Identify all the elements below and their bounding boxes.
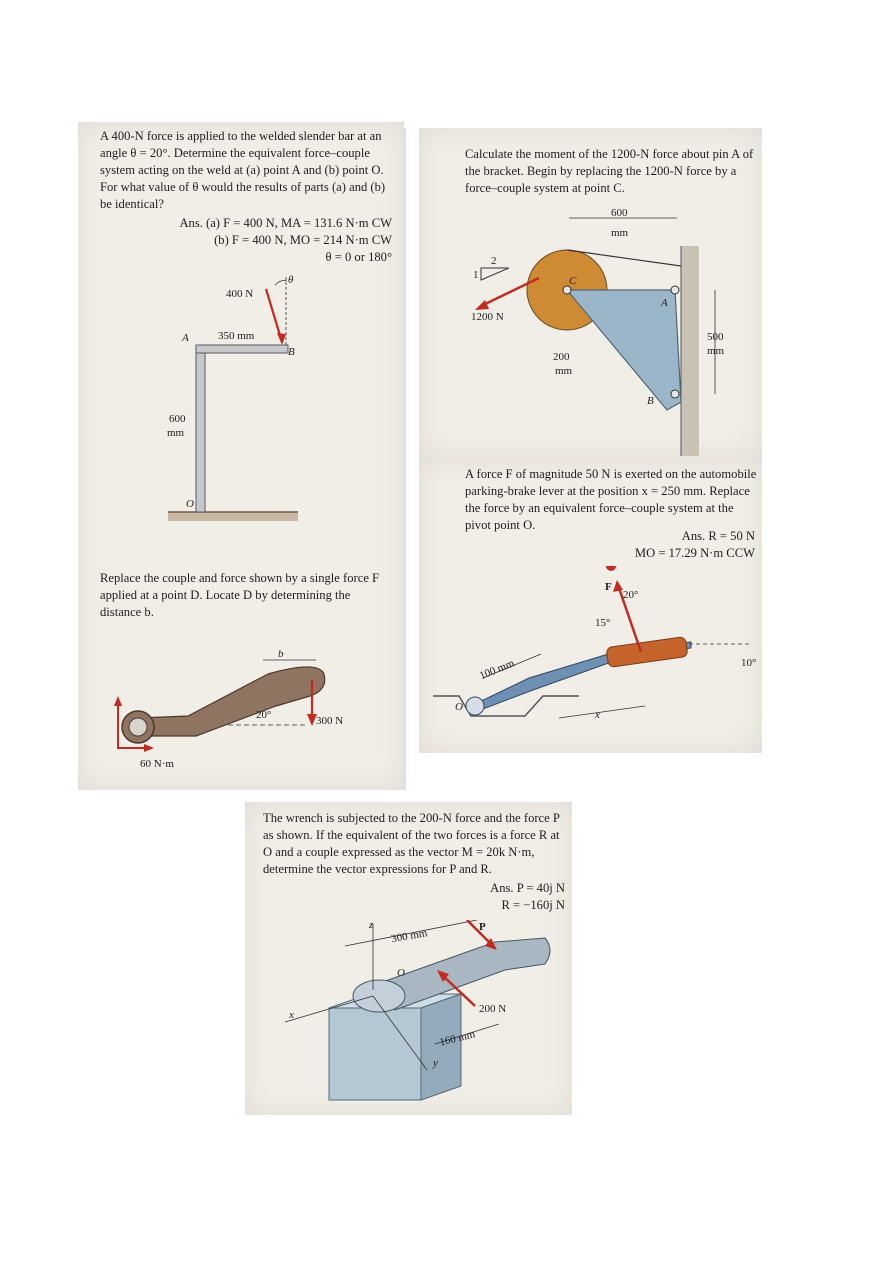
point-b-label: B bbox=[647, 395, 654, 407]
bracket-figure: 600 mm 1200 N 1 2 C A B 500 mm 200 mm bbox=[471, 207, 725, 456]
angle-f-label: 20° bbox=[623, 589, 638, 601]
wall bbox=[681, 246, 699, 456]
force-arrow bbox=[480, 276, 540, 308]
axis-z-label: z bbox=[368, 920, 374, 931]
angle-l-label: 15° bbox=[595, 617, 610, 629]
problem-a-answer-1: Ans. (a) F = 400 N, MA = 131.6 N·m CW bbox=[179, 216, 392, 230]
wrench-handle bbox=[137, 666, 326, 737]
force-label: 400 N bbox=[226, 288, 253, 300]
wrench-3d-figure: 300 mm P z O x 200 N 160 mm y bbox=[284, 920, 551, 1101]
wrench-handle bbox=[376, 937, 551, 1011]
problem-e-answer-2: R = −160j N bbox=[501, 898, 565, 912]
force-arrow bbox=[264, 288, 284, 343]
force-p-label: P bbox=[479, 921, 486, 933]
problem-b-text: Calculate the moment of the 1200-N force… bbox=[465, 147, 754, 195]
length-label: 100 mm bbox=[478, 657, 517, 682]
vertical-bar bbox=[195, 344, 206, 513]
ground bbox=[168, 512, 298, 521]
problem-b-panel: Calculate the moment of the 1200-N force… bbox=[419, 128, 762, 458]
distance-label: b bbox=[278, 648, 284, 660]
point-o-label: O bbox=[397, 967, 405, 979]
page-divider bbox=[404, 128, 406, 790]
dim-right-value: 500 bbox=[707, 331, 724, 343]
distance-x-label: x bbox=[594, 709, 600, 721]
parking-brake-figure: F 20° 15° 100 mm O x 10° bbox=[433, 566, 756, 721]
couple-label: 60 N·m bbox=[140, 758, 174, 770]
problem-a-answer-3: θ = 0 or 180° bbox=[325, 250, 392, 264]
problem-d-panel: A force F of magnitude 50 N is exerted o… bbox=[419, 458, 762, 753]
grip bbox=[606, 636, 688, 668]
force-label: 300 N bbox=[316, 715, 343, 727]
base-block bbox=[328, 1007, 422, 1101]
horizontal-bar bbox=[195, 344, 289, 354]
problem-e-answer-1: Ans. P = 40j N bbox=[490, 881, 565, 895]
problem-a-text: A 400-N force is applied to the welded s… bbox=[100, 129, 386, 211]
dim-bottom-unit: mm bbox=[555, 365, 573, 377]
point-b-label: B bbox=[288, 346, 295, 358]
force-arrow bbox=[617, 587, 643, 653]
length-horizontal: 350 mm bbox=[218, 330, 255, 342]
bracket-plate bbox=[565, 289, 682, 411]
axis-y-label: y bbox=[432, 1057, 438, 1069]
theta-label: θ bbox=[288, 274, 294, 286]
wrench-figure: b 20° 300 N 60 N·m bbox=[114, 648, 343, 770]
point-a-label: A bbox=[660, 297, 668, 309]
point-o-label: O bbox=[455, 701, 463, 713]
force-label: 1200 N bbox=[471, 311, 504, 323]
point-o-label: O bbox=[186, 498, 194, 510]
dim-right-unit: mm bbox=[707, 345, 725, 357]
welded-bar-figure: 400 N θ A B O 350 mm 600 mm bbox=[167, 274, 298, 521]
wrench-head bbox=[352, 979, 406, 1013]
dim-top-value: 600 bbox=[611, 207, 628, 219]
slope-1: 1 bbox=[473, 269, 479, 281]
problem-a-panel: A 400-N force is applied to the welded s… bbox=[78, 122, 404, 790]
angle-label: 20° bbox=[256, 709, 271, 721]
dim-bottom-value: 200 bbox=[553, 351, 570, 363]
length-1-label: 300 mm bbox=[390, 927, 428, 945]
floor bbox=[433, 695, 579, 717]
dim-top-unit: mm bbox=[611, 227, 629, 239]
problem-c-text: Replace the couple and force shown by a … bbox=[100, 571, 380, 619]
force-200-arrow bbox=[440, 973, 476, 1007]
force-label: F bbox=[605, 581, 612, 593]
point-c-label: C bbox=[569, 275, 577, 287]
problem-d-answer-2: MO = 17.29 N·m CCW bbox=[634, 546, 755, 560]
problem-e-panel: The wrench is subjected to the 200-N for… bbox=[245, 802, 572, 1115]
angle-r-label: 10° bbox=[741, 657, 756, 669]
couple-arrow bbox=[117, 700, 148, 749]
problem-d-text: A force F of magnitude 50 N is exerted o… bbox=[465, 467, 757, 532]
problem-e-text: The wrench is subjected to the 200-N for… bbox=[263, 811, 560, 876]
force-200-label: 200 N bbox=[479, 1003, 506, 1015]
slope-2: 2 bbox=[491, 255, 497, 267]
point-a-label: A bbox=[181, 332, 189, 344]
problem-a-answer-2: (b) F = 400 N, MO = 214 N·m CW bbox=[214, 233, 392, 247]
problem-d-answer-1: Ans. R = 50 N bbox=[681, 529, 755, 543]
length-vertical-value: 600 bbox=[169, 413, 186, 425]
length-vertical-unit: mm bbox=[167, 427, 185, 439]
axis-x-label: x bbox=[288, 1009, 294, 1021]
